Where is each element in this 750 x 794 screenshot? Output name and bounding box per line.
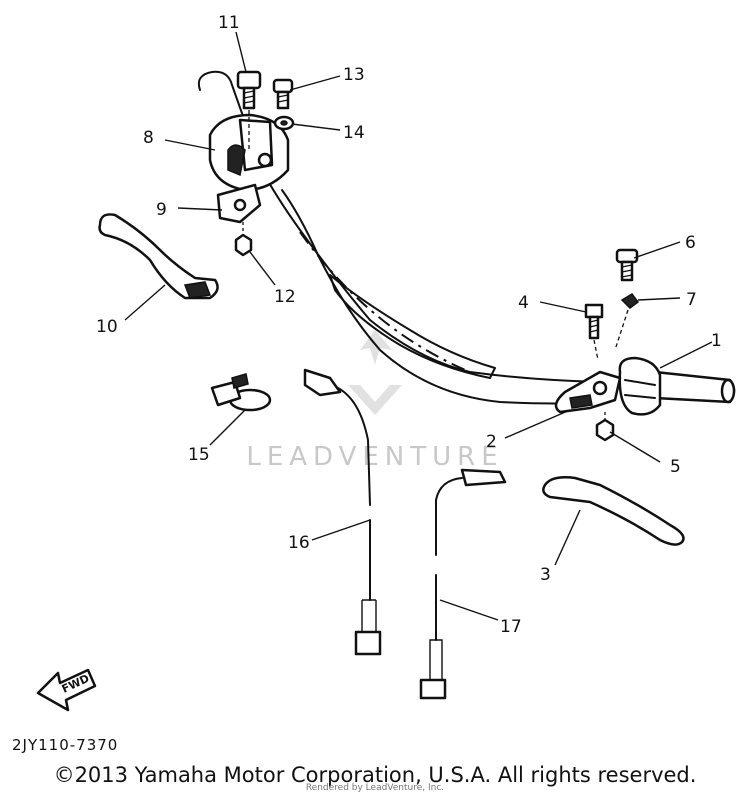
right-switch-housing — [618, 356, 662, 416]
callout-labels: 1 2 3 4 5 6 7 8 9 10 11 12 13 14 15 16 1… — [96, 13, 722, 637]
part-code: 2JY110-7370 — [12, 736, 118, 754]
callout-5: 5 — [670, 457, 681, 477]
callout-3: 3 — [540, 565, 551, 585]
callout-13: 13 — [343, 65, 365, 85]
callout-17: 17 — [500, 617, 522, 637]
bolt-11 — [236, 70, 262, 150]
callout-2: 2 — [486, 432, 497, 452]
callout-10: 10 — [96, 317, 118, 337]
handlebar — [197, 70, 601, 405]
callout-11: 11 — [218, 13, 240, 33]
callout-16: 16 — [288, 533, 310, 553]
washer-7 — [614, 293, 640, 351]
callout-9: 9 — [156, 200, 167, 220]
left-lever — [98, 213, 219, 300]
callout-12: 12 — [274, 287, 296, 307]
right-grip — [653, 370, 736, 404]
right-lever — [542, 476, 685, 546]
left-switch-housing — [208, 113, 290, 192]
copyright-text: ©2013 Yamaha Motor Corporation, U.S.A. A… — [54, 763, 697, 787]
bolt-13 — [272, 78, 294, 110]
callout-4: 4 — [518, 293, 529, 313]
fwd-arrow-icon: FWD — [36, 668, 97, 712]
callout-15: 15 — [188, 445, 210, 465]
callout-1: 1 — [711, 331, 722, 351]
leader-lines — [124, 31, 713, 621]
bolt-6 — [615, 248, 639, 282]
callout-7: 7 — [686, 290, 697, 310]
switch-cable-16 — [303, 368, 382, 656]
watermark-text: LEADVENTURE — [246, 442, 503, 472]
cable-clamp — [210, 373, 272, 412]
watermark-logo — [348, 330, 402, 415]
nut-5 — [595, 412, 615, 442]
switch-cable-17 — [419, 468, 507, 700]
washer-14 — [273, 115, 295, 131]
callout-6: 6 — [685, 233, 696, 253]
callout-14: 14 — [343, 123, 365, 143]
watermark-small-text: Rendered by LeadVenture, Inc. — [306, 783, 444, 793]
left-lever-bracket — [216, 183, 262, 224]
bolt-4 — [584, 303, 604, 361]
callout-8: 8 — [143, 128, 154, 148]
nut-12 — [234, 222, 253, 257]
right-lever-bracket — [554, 370, 622, 414]
